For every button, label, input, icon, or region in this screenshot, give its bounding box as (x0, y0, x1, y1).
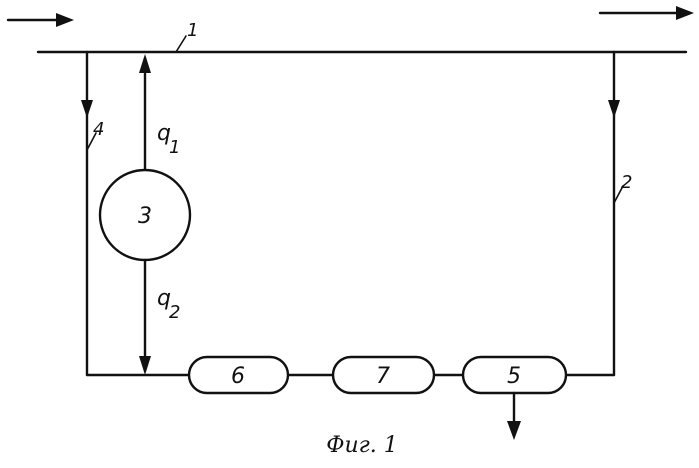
right-branch-leader (613, 185, 624, 204)
right-branch-arrow (608, 100, 620, 118)
block-5-label: 5 (507, 364, 521, 389)
output-arrow (507, 391, 521, 440)
left-branch-label: 4 (93, 119, 104, 140)
block-7-label: 7 (376, 364, 390, 389)
outflow-arrow (598, 6, 694, 20)
upper-flow-sub: 1 (169, 137, 180, 158)
block-6 (187, 355, 290, 395)
figure-caption: Фиг. 1 (326, 433, 398, 458)
circle-node-label: 3 (138, 204, 152, 229)
upper-flow-arrow (139, 54, 151, 73)
block-7 (331, 355, 436, 395)
left-branch-leader (86, 132, 97, 151)
lower-flow-label: q (157, 286, 171, 311)
right-branch-label: 2 (621, 172, 632, 193)
left-branch-arrow (81, 100, 93, 118)
main-pipe-label: 1 (187, 20, 198, 41)
main-pipe-leader (175, 35, 187, 53)
block-6-label: 6 (231, 364, 245, 389)
upper-flow-label: q (157, 121, 171, 146)
lower-flow-arrow (139, 356, 151, 375)
lower-flow-sub: 2 (169, 302, 180, 323)
inflow-arrow (6, 13, 74, 27)
